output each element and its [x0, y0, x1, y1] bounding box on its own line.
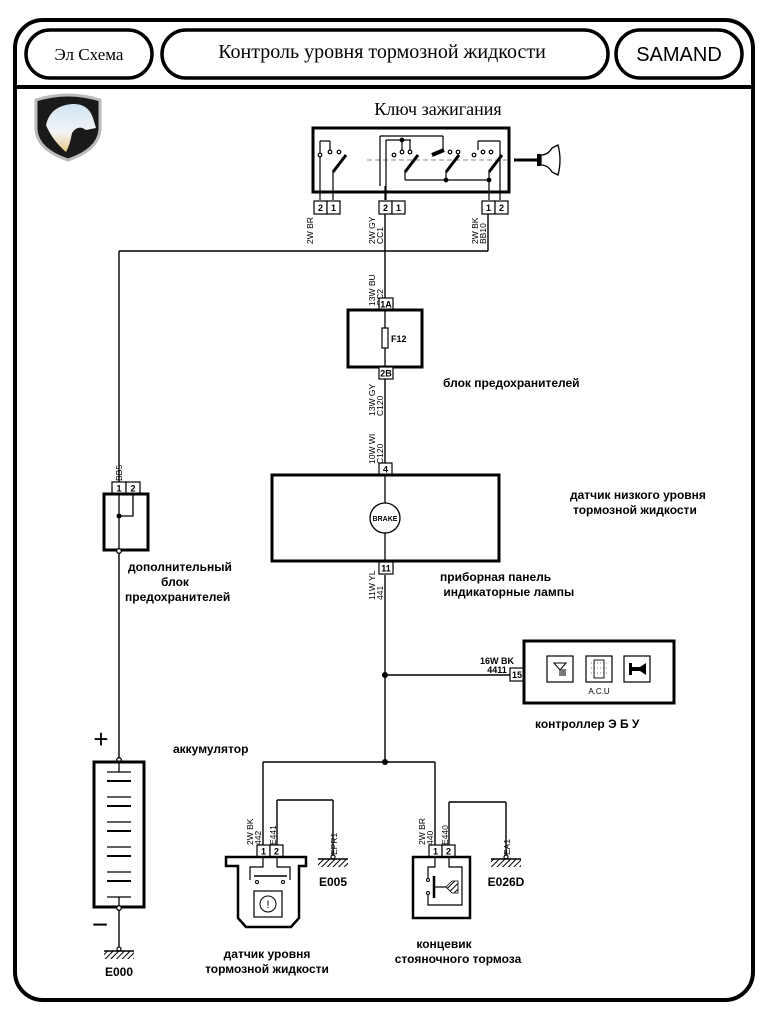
header-left-pill: Эл Схема — [24, 28, 154, 80]
svg-text:1: 1 — [486, 203, 491, 213]
brake-lamp-label: BRAKE — [373, 516, 398, 523]
svg-text:C120: C120 — [375, 395, 385, 416]
svg-text:2W BR: 2W BR — [305, 217, 315, 244]
svg-text:2W BR: 2W BR — [417, 818, 427, 845]
ignition-title: Ключ зажигания — [374, 99, 501, 119]
svg-text:1: 1 — [331, 203, 336, 213]
battery-plus: + — [93, 724, 108, 754]
svg-text:442: 442 — [253, 831, 263, 845]
fuse-box: 13W BU CC2 1A F12 2B 13W GY C120 блок пр… — [346, 274, 580, 416]
fuse-f12: F12 — [391, 334, 407, 344]
svg-text:1: 1 — [433, 847, 438, 857]
svg-text:BB10: BB10 — [478, 223, 488, 244]
svg-text:16W BK: 16W BK — [480, 656, 515, 666]
svg-text:15: 15 — [512, 670, 522, 680]
svg-text:блок: блок — [161, 575, 190, 589]
fluid-level-sensor: 2W BK 442 E441 1 2 ! EPR1 E005 датчик ур… — [205, 799, 348, 976]
ignition-connector-1: 2 1 2W BR — [305, 200, 341, 244]
svg-text:440: 440 — [425, 831, 435, 845]
header-title-pill: Контроль уровня тормозной жидкости — [160, 28, 610, 80]
svg-text:E005: E005 — [319, 875, 347, 889]
svg-text:индикаторные лампы: индикаторные лампы — [440, 585, 574, 599]
svg-text:E000: E000 — [105, 965, 133, 979]
svg-text:предохранителей: предохранителей — [125, 590, 230, 604]
page-title: Контроль уровня тормозной жидкости — [218, 41, 546, 63]
header-brand-pill: SAMAND — [614, 28, 744, 80]
svg-text:приборная панель: приборная панель — [440, 570, 551, 584]
svg-text:13W GY: 13W GY — [367, 384, 377, 416]
svg-text:13W BU: 13W BU — [367, 274, 377, 306]
header-left-label: Эл Схема — [55, 45, 124, 64]
svg-text:441: 441 — [375, 586, 385, 600]
svg-text:C120: C120 — [375, 443, 385, 464]
ground-icon — [318, 854, 348, 867]
park-brake-switch: 2W BR 440 E440 1 2 EA1 E026D концевик ст… — [395, 801, 525, 966]
horn-icon — [623, 655, 651, 683]
svg-text:1: 1 — [116, 484, 121, 494]
svg-text:10W WI: 10W WI — [367, 434, 377, 464]
svg-text:EA1: EA1 — [502, 839, 512, 855]
svg-text:1: 1 — [261, 847, 266, 857]
samand-logo-icon — [34, 93, 102, 162]
svg-text:1: 1 — [396, 203, 401, 213]
svg-text:2W BK: 2W BK — [470, 217, 480, 244]
svg-text:E440: E440 — [440, 825, 450, 845]
svg-text:2: 2 — [383, 203, 388, 213]
svg-text:!: ! — [266, 899, 269, 911]
acu-label: A.C.U — [588, 687, 610, 696]
svg-text:CC1: CC1 — [375, 227, 385, 244]
svg-text:2B: 2B — [380, 369, 392, 379]
svg-text:1A: 1A — [380, 300, 392, 310]
svg-text:E441: E441 — [268, 825, 278, 845]
svg-text:CC2: CC2 — [375, 289, 385, 306]
svg-text:2W GY: 2W GY — [367, 216, 377, 244]
svg-text:4: 4 — [383, 465, 388, 475]
battery: + − E000 аккумулятор — [92, 724, 249, 979]
svg-text:11: 11 — [381, 564, 391, 574]
svg-text:2: 2 — [318, 203, 323, 213]
svg-text:BB5: BB5 — [114, 465, 124, 481]
wires — [118, 214, 510, 948]
svg-text:EPR1: EPR1 — [329, 833, 339, 855]
svg-text:тормозной жидкости: тормозной жидкости — [205, 962, 329, 976]
ignition-key-icon — [514, 144, 561, 176]
svg-text:E026D: E026D — [488, 875, 525, 889]
svg-text:датчик уровня: датчик уровня — [224, 947, 311, 961]
svg-text:концевик: концевик — [416, 937, 472, 951]
ecu-label: контроллер Э Б У — [535, 717, 640, 731]
aux-fuse-box: BB5 1 2 дополнительный блок предохраните… — [102, 465, 232, 604]
ignition-connector-3: 1 2 2W BK BB10 — [470, 200, 509, 244]
svg-text:тормозной жидкости: тормозной жидкости — [573, 503, 697, 517]
instrument-panel: 10W WI C120 4 BRAKE 11 11W YL 441 прибор… — [270, 434, 706, 600]
svg-text:стояночного тормоза: стояночного тормоза — [395, 952, 522, 966]
ecu-controller: 16W BK 4411 15 A.C.U контроллер Э Б У — [480, 639, 676, 731]
ground-icon — [491, 854, 521, 867]
svg-text:2: 2 — [446, 847, 451, 857]
ignition-switch: Ключ зажигания — [305, 99, 561, 244]
antenna-icon — [546, 655, 574, 683]
fuse-box-label: блок предохранителей — [443, 376, 580, 390]
ignition-connector-2: 2 1 2W GY CC1 — [367, 200, 406, 244]
chip-icon — [585, 655, 613, 683]
svg-text:датчик низкого уровня: датчик низкого уровня — [570, 488, 706, 502]
battery-minus: − — [92, 909, 108, 940]
brand-label: SAMAND — [636, 44, 722, 66]
svg-text:4411: 4411 — [487, 665, 507, 675]
svg-text:11W YL: 11W YL — [367, 570, 377, 600]
svg-text:2: 2 — [274, 847, 279, 857]
outer-frame — [13, 18, 755, 1002]
svg-text:дополнительный: дополнительный — [128, 560, 232, 574]
ground-icon — [104, 946, 134, 959]
battery-label: аккумулятор — [173, 742, 248, 756]
svg-text:2: 2 — [499, 203, 504, 213]
svg-text:2W BK: 2W BK — [245, 818, 255, 845]
svg-text:2: 2 — [130, 484, 135, 494]
warning-icon: ! — [253, 890, 283, 918]
